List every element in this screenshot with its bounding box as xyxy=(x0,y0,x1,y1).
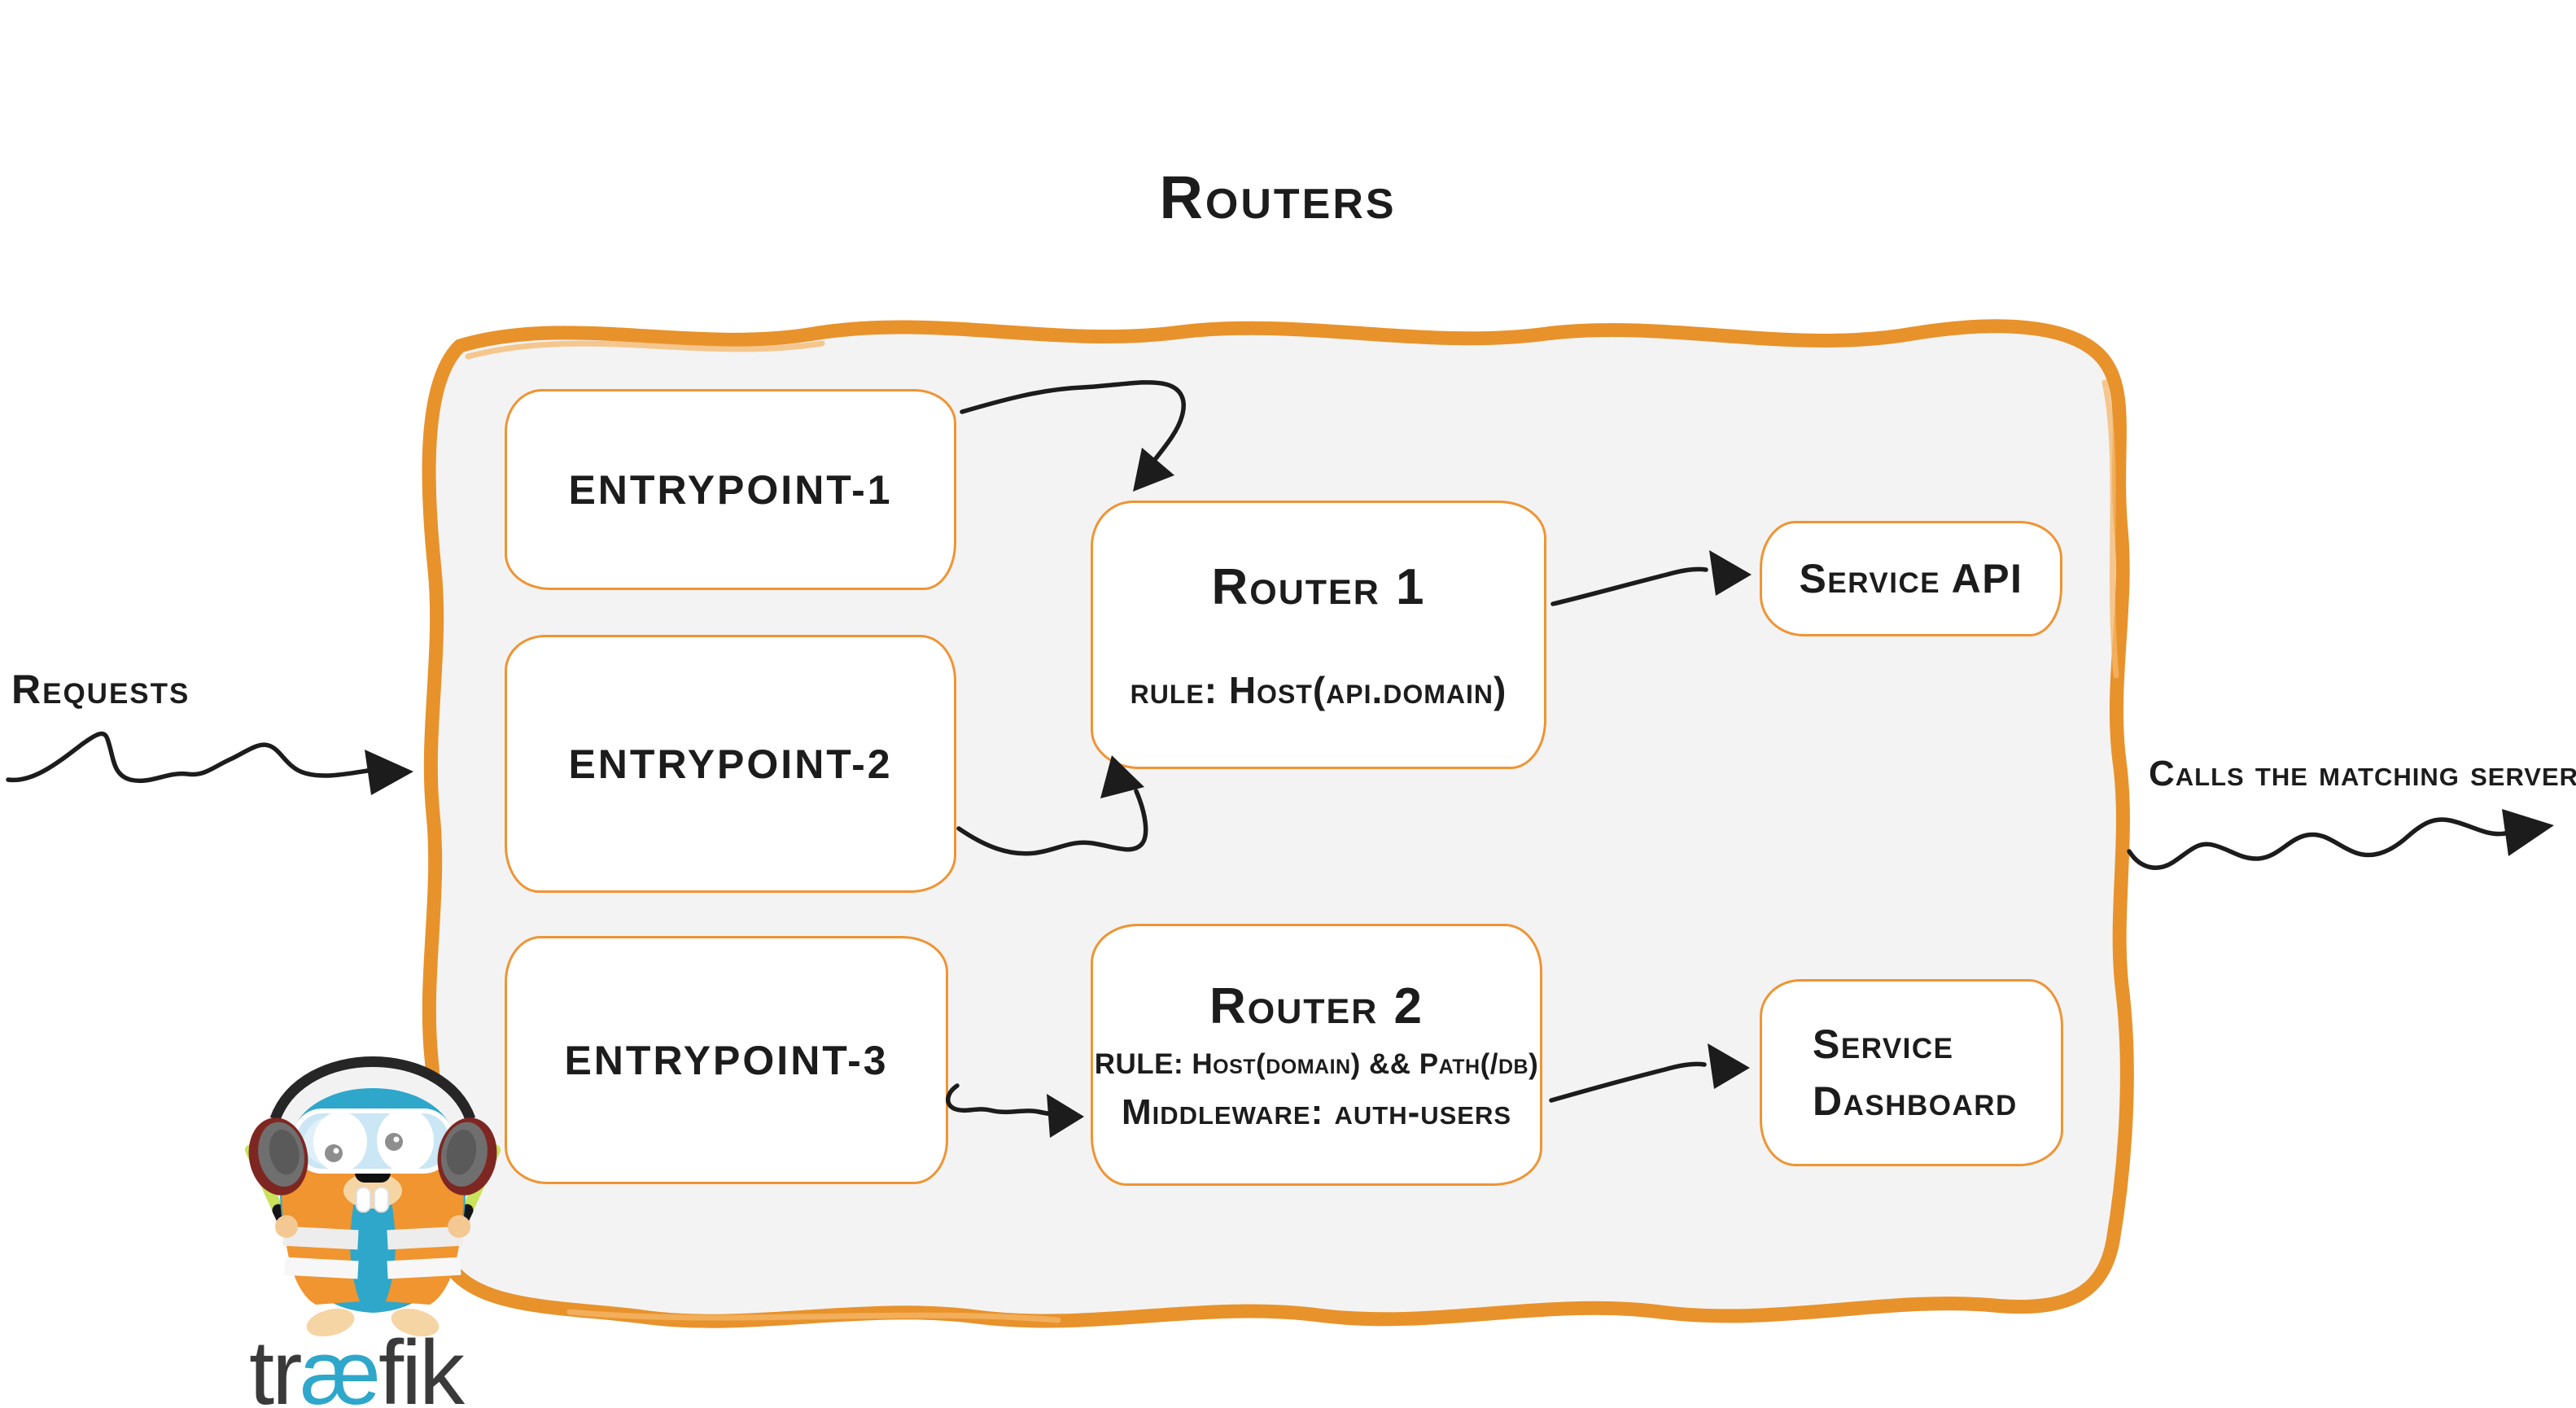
service-dashboard-label: Service Dashboard xyxy=(1813,1021,2018,1124)
gopher-headphones xyxy=(248,1056,497,1196)
entrypoint-1-label: ENTRYPOINT-1 xyxy=(568,466,893,513)
traefik-wordmark: træfik xyxy=(249,1320,465,1408)
router-2-rule: RULE: Host(domain) && Path(/db) xyxy=(1094,1047,1539,1080)
entrypoint-1-box: ENTRYPOINT-1 xyxy=(505,389,956,590)
wordmark-fik: fik xyxy=(378,1322,465,1408)
service-api-label: Service API xyxy=(1799,556,2023,601)
service-dashboard-box: Service Dashboard xyxy=(1760,979,2063,1166)
requests-label: Requests xyxy=(11,667,190,712)
diagram-title: Routers xyxy=(1159,164,1397,231)
service-api-box: Service API xyxy=(1760,521,2062,636)
router-1-box: Router 1 rule: Host(api.domain) xyxy=(1091,501,1546,769)
gopher-goggles xyxy=(292,1108,453,1174)
traefik-gopher-icon xyxy=(245,1056,501,1337)
router-1-rule: rule: Host(api.domain) xyxy=(1130,668,1507,711)
router-2-box: Router 2 RULE: Host(domain) && Path(/db)… xyxy=(1091,924,1542,1186)
wordmark-ae: æ xyxy=(300,1322,381,1408)
gopher-foot-right xyxy=(391,1308,440,1337)
gopher-hand-right xyxy=(448,1215,470,1238)
entrypoint-2-box: ENTRYPOINT-2 xyxy=(505,635,956,893)
container-brush-accent xyxy=(465,340,2119,1323)
router-2-middleware: Middleware: auth-users xyxy=(1121,1091,1512,1132)
calls-label: Calls the matching server xyxy=(2149,754,2576,794)
router-2-title: Router 2 xyxy=(1209,977,1424,1034)
gopher-foot-left xyxy=(306,1308,355,1337)
router-1-title: Router 1 xyxy=(1211,558,1426,615)
gopher-hand-left xyxy=(275,1215,298,1238)
entrypoint-3-label: ENTRYPOINT-3 xyxy=(564,1037,889,1083)
entrypoint-3-box: ENTRYPOINT-3 xyxy=(505,936,948,1184)
entrypoint-2-label: ENTRYPOINT-2 xyxy=(568,741,893,787)
wordmark-tr: tr xyxy=(249,1322,302,1408)
